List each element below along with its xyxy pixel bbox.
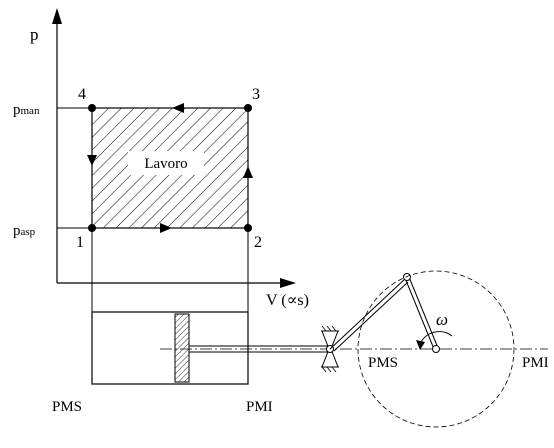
crank-arm-a (404, 277, 435, 350)
p-man-label: pman (13, 102, 40, 118)
crankshaft-center (432, 345, 440, 353)
crank-pmi-label: PMI (522, 355, 549, 371)
arrow-4-to-1 (87, 155, 97, 166)
piston (174, 313, 190, 383)
crosshead-hatch (321, 325, 337, 373)
angular-velocity-arc (419, 331, 453, 345)
angular-velocity-arrowhead (416, 340, 425, 350)
connecting-rod-b (333, 281, 409, 352)
crank-circle (357, 270, 515, 428)
arrow-1-to-2 (160, 223, 172, 233)
cycle-point-3 (244, 104, 252, 112)
y-axis-arrowhead (52, 8, 62, 24)
crank-arm-b (408, 276, 439, 349)
cylinder (91, 311, 249, 385)
cycle-point-4-label: 4 (78, 86, 86, 103)
x-axis-arrowhead (280, 278, 296, 288)
work-label-background (128, 151, 204, 175)
omega-label: ω (436, 310, 448, 329)
connecting-rod-a (329, 277, 407, 350)
cycle-point-3-label: 3 (252, 86, 260, 103)
cycle-point-4 (88, 104, 96, 112)
y-axis-label: p (30, 25, 39, 44)
crank-pms-label: PMS (368, 355, 398, 371)
cycle-point-1-label: 1 (76, 234, 84, 251)
arrow-3-to-4 (172, 103, 184, 113)
cylinder-pmi-label: PMI (246, 399, 273, 415)
p-asp-label: pasp (13, 223, 36, 239)
x-axis-label: V (∝s) (266, 292, 309, 309)
arrow-2-to-3 (243, 166, 253, 178)
cycle-point-2-label: 2 (254, 234, 262, 251)
work-area-label: Lavoro (144, 156, 187, 172)
cylinder-pms-label: PMS (52, 399, 82, 415)
